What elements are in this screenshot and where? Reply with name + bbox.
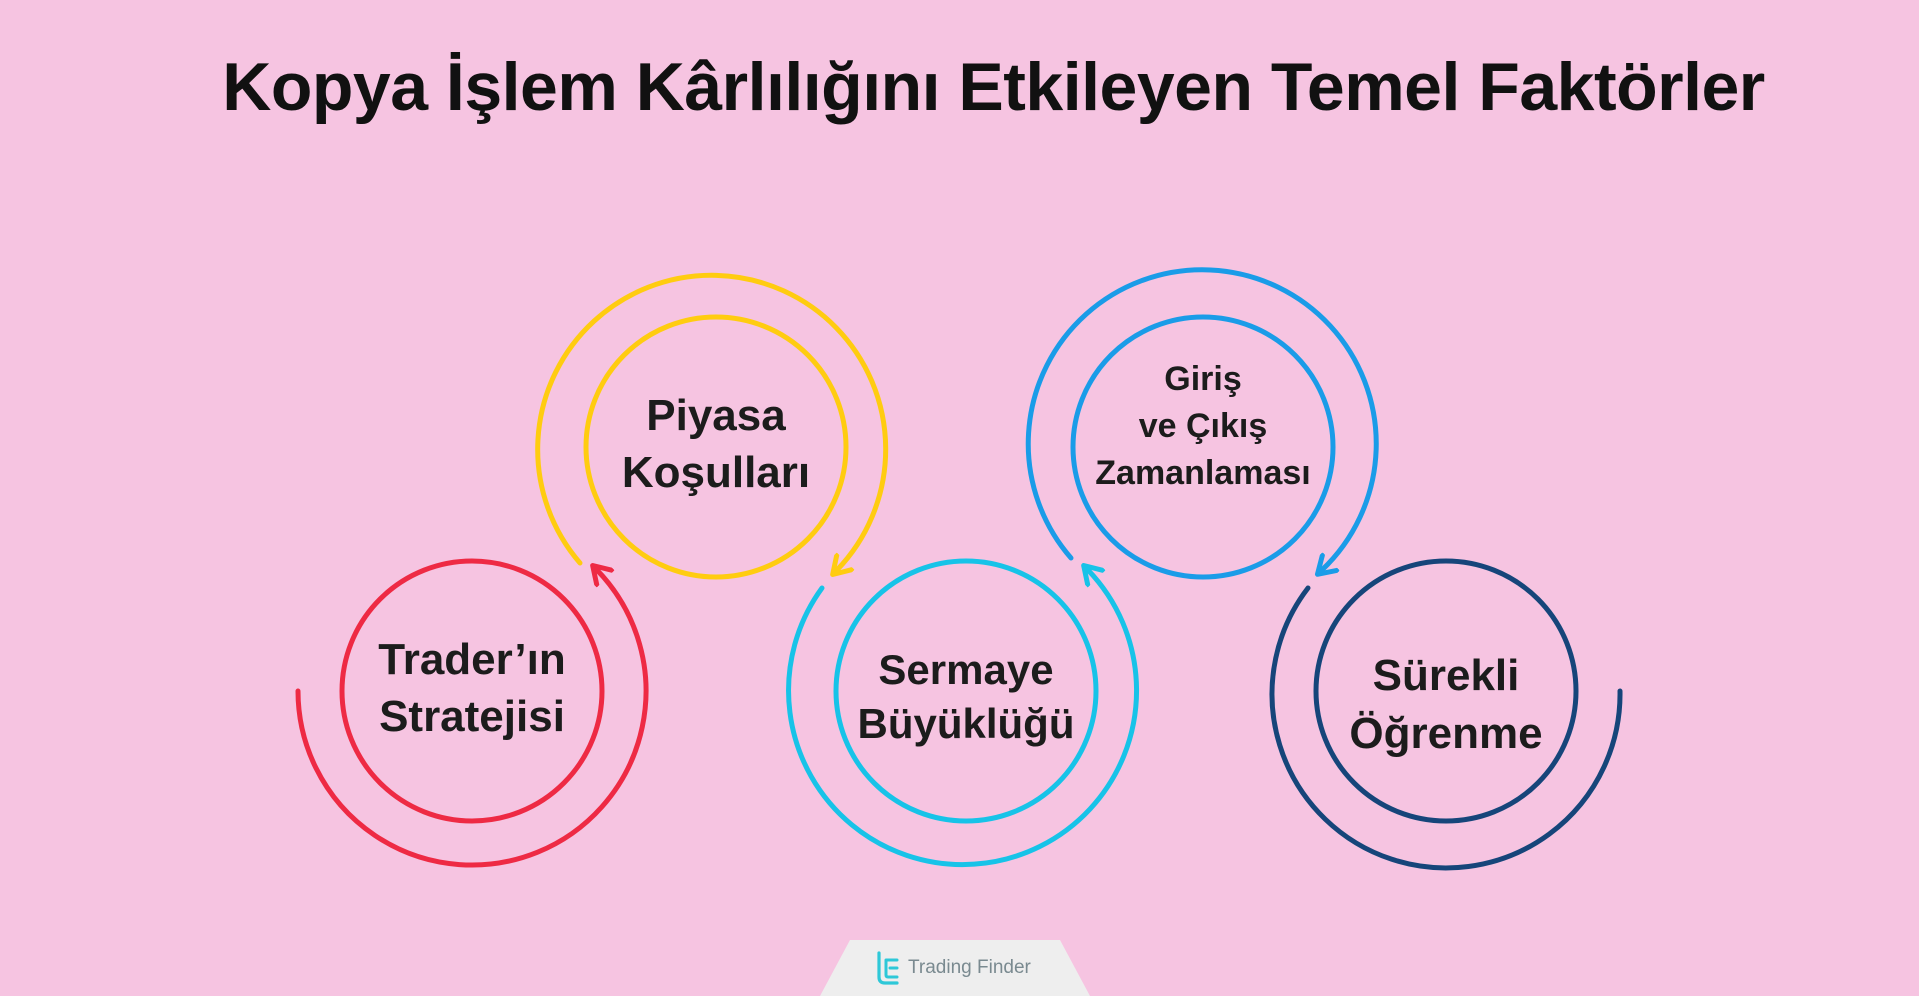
- factor-label-line-1: Sermaye: [878, 646, 1053, 693]
- factor-label-line-3: Zamanlaması: [1095, 454, 1310, 492]
- factor-label-line-1: Trader’ın: [378, 635, 565, 684]
- factor-label-line-1: Piyasa: [646, 391, 786, 440]
- factor-node-capital-size: Sermaye Büyüklüğü: [786, 558, 1140, 868]
- factor-node-continuous-learning: Sürekli Öğrenme: [1269, 558, 1623, 871]
- factor-node-trader-strategy: Trader’ın Stratejisi: [295, 558, 649, 868]
- factor-label-line-2: Büyüklüğü: [858, 700, 1075, 747]
- factor-inner-circle: [1070, 314, 1336, 580]
- factor-outer-arc: [1025, 267, 1379, 570]
- brand-watermark: Trading Finder: [876, 948, 1031, 988]
- factor-outer-arc: [295, 570, 649, 868]
- page-title: Kopya İşlem Kârlılığını Etkileyen Temel …: [222, 49, 1765, 125]
- factor-label-line-2: Stratejisi: [379, 692, 565, 741]
- factor-label-line-2: Koşulları: [622, 448, 810, 497]
- factor-label-line-2: ve Çıkış: [1139, 407, 1268, 445]
- factor-label-line-1: Giriş: [1164, 360, 1241, 398]
- brand-name: Trading Finder: [908, 957, 1031, 978]
- factor-inner-circle: [833, 558, 1099, 824]
- factor-node-entry-exit-timing: Giriş ve Çıkış Zamanlaması: [1025, 267, 1379, 580]
- trading-finder-logo-icon: [877, 951, 899, 985]
- factor-outer-arc: [1269, 585, 1623, 871]
- factor-inner-circle: [1313, 558, 1579, 824]
- factor-inner-circle: [339, 558, 605, 824]
- factor-outer-arc: [786, 570, 1140, 868]
- factor-label-line-1: Sürekli: [1373, 651, 1520, 700]
- factor-inner-circle: [583, 314, 849, 580]
- factor-label-line-2: Öğrenme: [1349, 709, 1542, 758]
- factor-outer-arc: [535, 272, 889, 570]
- factor-node-market-conditions: Piyasa Koşulları: [535, 272, 889, 580]
